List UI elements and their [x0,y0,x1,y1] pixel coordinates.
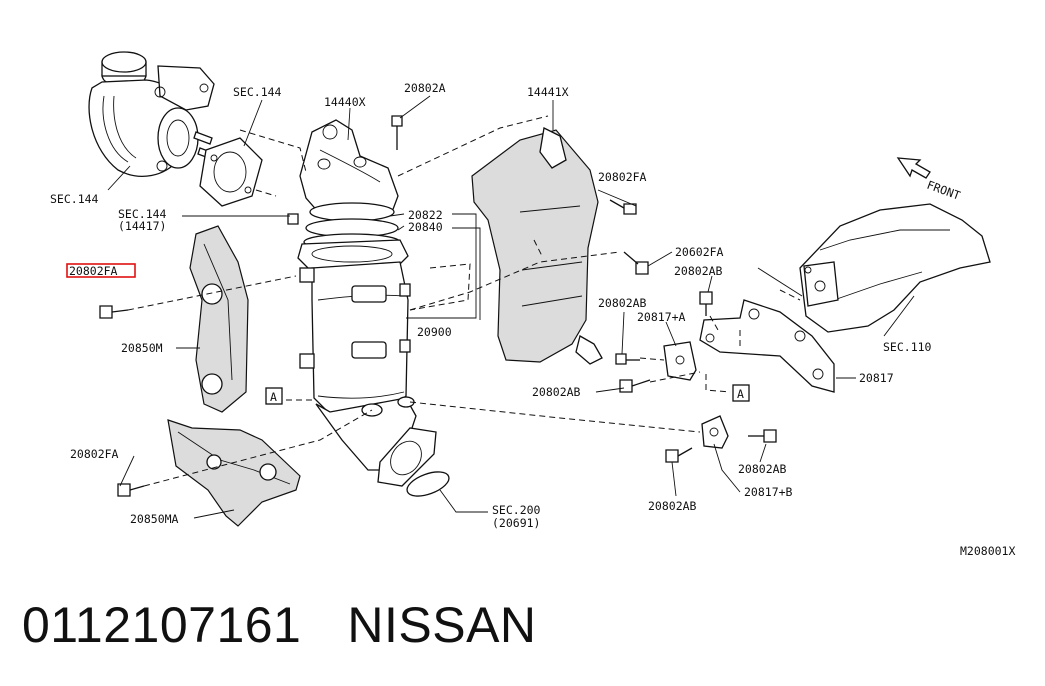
label-20602fa: 20602FA [675,245,724,259]
label-20900: 20900 [417,325,452,339]
label-20802ab-r3: 20802AB [532,385,581,399]
label-20802ab-r1: 20802AB [674,264,723,278]
ref-box-a2 [732,384,750,402]
label-20802a: 20802A [404,81,446,95]
bolt-20802ab-b2-icon [748,429,777,443]
turbo-gasket-drawing [199,137,263,207]
bolt-20802fa-top-icon [609,199,637,215]
label-20850m: 20850M [121,341,163,355]
label-ref-a1: A [270,390,277,404]
label-20802ab-b1: 20802AB [738,462,787,476]
bolt-20802ab-b1-icon [665,447,693,463]
label-ref-a2: A [737,387,744,401]
label-20817b: 20817+B [744,485,793,499]
label-sec200: SEC.200 [492,503,541,517]
label-sec144-mid-sub: (14417) [118,219,166,233]
ref-box-a1 [265,387,283,405]
catalytic-converter-drawing [299,261,417,471]
label-20802fa-bot: 20802FA [70,447,119,461]
label-sec144-left: SEC.144 [50,192,99,206]
gasket-stack-drawing [297,202,409,271]
bracket-20817a-drawing [663,341,697,381]
bolt-icons [99,115,777,497]
assembly-dashed-lines [127,115,801,487]
turbocharger-drawing [88,51,217,177]
front-arrow-icon [896,157,931,179]
heat-shield-20850ma-drawing [167,419,301,527]
label-sec200-sub: (20691) [492,516,540,530]
leader-lines [107,95,915,519]
label-20822: 20822 [408,208,443,222]
bolt-20802ab-r3-icon [619,379,651,393]
bracket-20817b-drawing [701,415,729,449]
label-sec144-top: SEC.144 [233,85,282,99]
highlight-box [66,263,136,278]
label-20840: 20840 [408,220,443,234]
label-14441x: 14441X [527,85,569,99]
heat-shield-20850m-drawing [189,225,249,413]
label-20817a: 20817+A [637,310,686,324]
label-20802ab-b2: 20802AB [648,499,697,513]
part-labels: SEC.144 14440X 20802A 14441X SEC.144 SEC… [50,81,1015,558]
outlet-flange-drawing [377,427,450,497]
bolt-20802ab-r2-icon [615,353,640,365]
label-20802fa-top: 20802FA [598,170,647,184]
label-20802fa-highlighted: 20802FA [69,264,118,278]
bolt-20802ab-r1-icon [699,291,713,316]
label-14440x: 14440X [324,95,366,109]
bracket-20817-drawing [699,299,835,393]
footer-caption: 0112107161 NISSAN [22,596,537,654]
heat-shield-14441x-drawing [471,127,603,365]
bolt-20602fa-icon [623,251,649,275]
label-20802ab-r2: 20802AB [598,296,647,310]
label-sec144-mid: SEC.144 [118,207,167,221]
part-number: 0112107161 [22,597,302,653]
engine-block-sec110-drawing [757,203,991,333]
label-20850ma: 20850MA [130,512,179,526]
front-label: FRONT [925,178,962,203]
brand-name: NISSAN [347,597,537,653]
bolt-sec144-icon [287,213,299,225]
bolt-20802a-icon [391,115,403,150]
bolt-20802fa-hl-icon [99,305,129,319]
exhaust-outlet-14440x-drawing [299,119,399,215]
label-drawing-code: M208001X [960,544,1015,558]
label-20817: 20817 [859,371,894,385]
label-sec110: SEC.110 [883,340,932,354]
bolt-20802fa-bot-icon [117,483,145,497]
